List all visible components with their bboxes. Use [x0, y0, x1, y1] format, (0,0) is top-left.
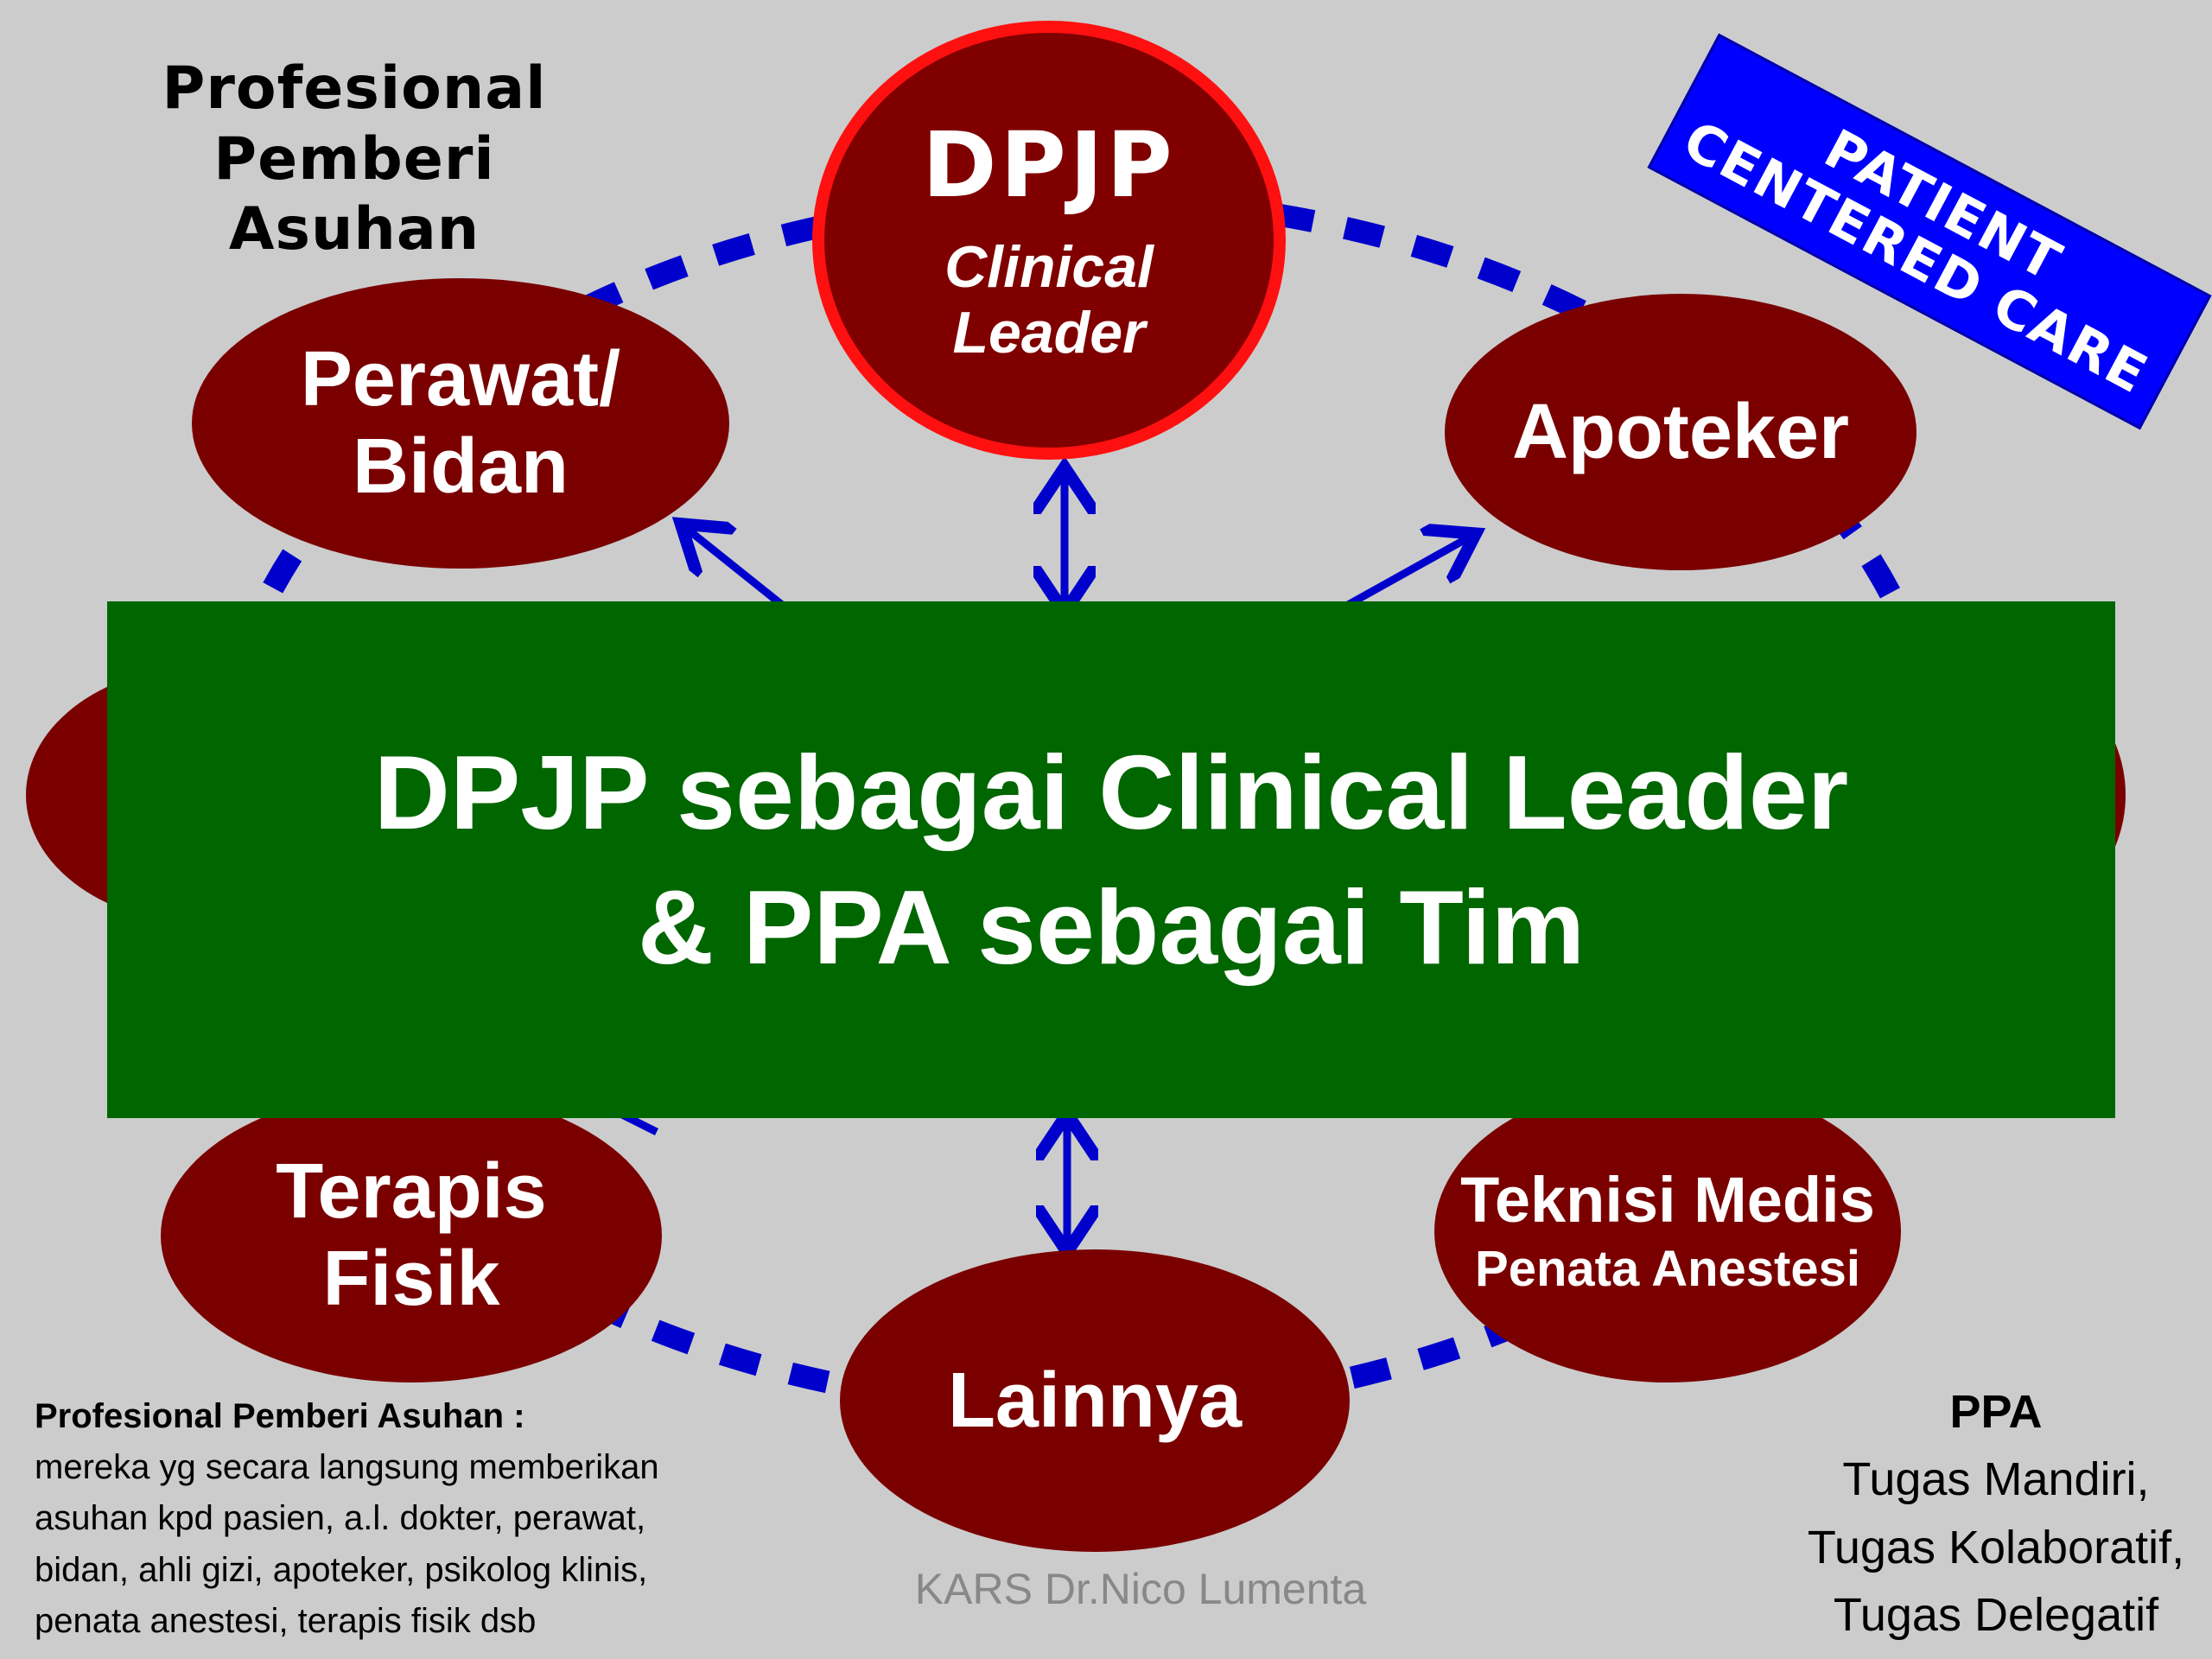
ppa-line-3: Tugas Delegatif — [1833, 1588, 2159, 1641]
node-apoteker: Apoteker — [1445, 294, 1916, 570]
author-credit: KARS Dr.Nico Lumenta — [914, 1565, 1367, 1613]
diagram-title: Profesional Pemberi Asuhan — [95, 54, 613, 265]
definition-text: Profesional Pemberi Asuhan : mereka yg s… — [35, 1391, 726, 1647]
apoteker-label: Apoteker — [1511, 388, 1850, 475]
teknisi-title: Teknisi Medis — [1460, 1164, 1875, 1236]
terapis-label-2: Fisik — [322, 1236, 500, 1322]
lainnya-label: Lainnya — [947, 1357, 1243, 1444]
node-perawat-bidan: Perawat/ Bidan — [192, 278, 729, 569]
dpjp-subtitle-2: Leader — [952, 300, 1146, 366]
definition-line-3: bidan, ahli gizi, apoteker, psikolog kli… — [35, 1550, 648, 1589]
definition-line-1: mereka yg secara langsung memberikan — [35, 1448, 659, 1487]
teknisi-subtitle: Penata Anestesi — [1475, 1240, 1860, 1297]
definition-line-4: penata anestesi, terapis fisik dsb — [35, 1601, 537, 1640]
headline-banner: DPJP sebagai Clinical Leader & PPA sebag… — [107, 601, 2115, 1118]
terapis-label-1: Terapis — [276, 1148, 547, 1236]
dpjp-title: DPJP — [922, 111, 1176, 218]
banner-line-1: DPJP sebagai Clinical Leader — [373, 733, 1849, 851]
node-lainnya: Lainnya — [840, 1249, 1350, 1552]
definition-line-2: asuhan kpd pasien, a.l. dokter, perawat, — [35, 1499, 646, 1538]
definition-heading: Profesional Pemberi Asuhan : — [35, 1397, 525, 1435]
ppa-line-1: Tugas Mandiri, — [1842, 1453, 2150, 1506]
ppa-duties: PPA Tugas Mandiri, Tugas Kolaboratif, Tu… — [1754, 1378, 2212, 1649]
perawat-label-2: Bidan — [352, 423, 569, 510]
arrow-apoteker — [1345, 537, 1469, 608]
arrow-perawat — [687, 529, 785, 608]
banner-line-2: & PPA sebagai Tim — [637, 868, 1586, 986]
ppa-line-2: Tugas Kolaboratif, — [1807, 1521, 2185, 1573]
node-terapis-fisik: Terapis Fisik — [161, 1089, 662, 1382]
node-dpjp: DPJP Clinical Leader — [812, 21, 1286, 460]
title-line-2: Pemberi Asuhan — [213, 124, 495, 264]
title-line-1: Profesional — [162, 54, 547, 123]
node-teknisi-medis: Teknisi Medis Penata Anestesi — [1434, 1080, 1901, 1382]
ppa-heading: PPA — [1949, 1386, 2043, 1438]
perawat-label-1: Perawat/ — [300, 336, 621, 423]
dpjp-subtitle-1: Clinical — [944, 234, 1154, 301]
